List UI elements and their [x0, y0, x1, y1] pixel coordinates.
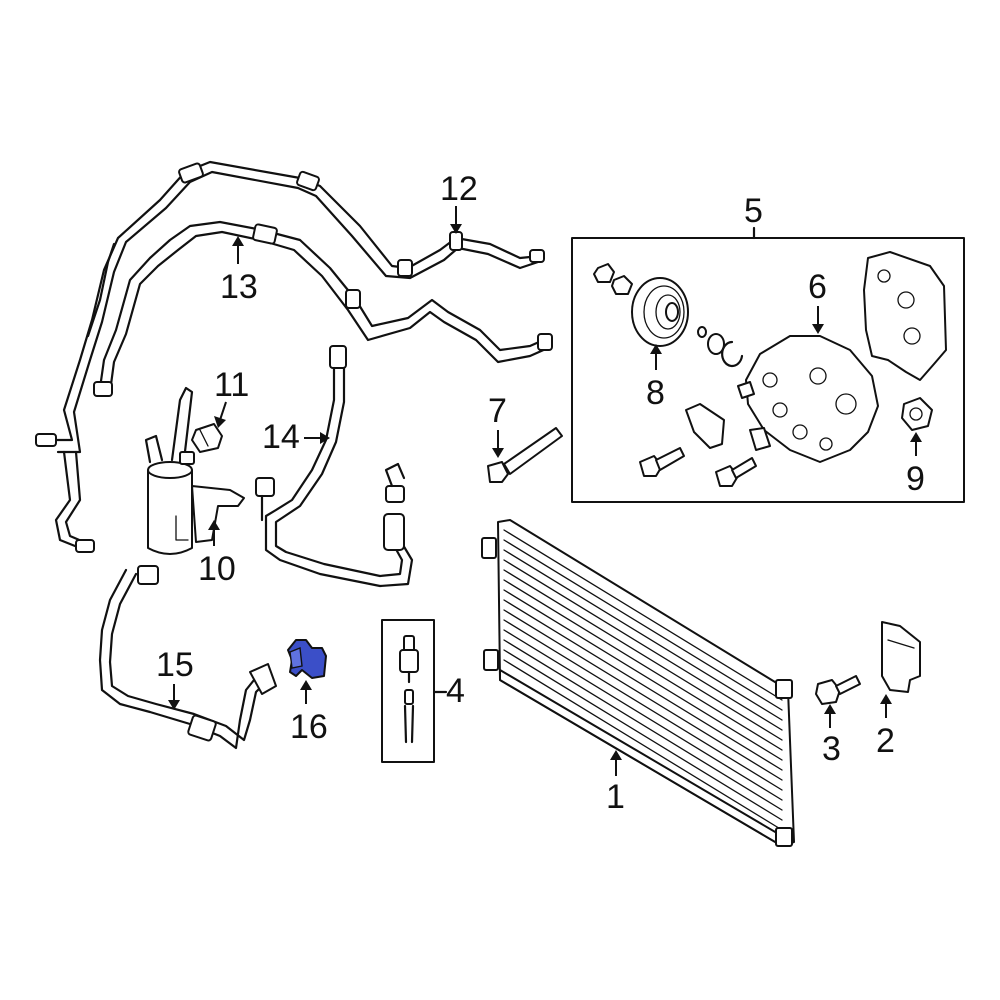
- callout-13: 13: [220, 268, 258, 306]
- part-11-cap[interactable]: [191, 423, 223, 453]
- part-12-ac-line[interactable]: [35, 160, 545, 553]
- callout-15: 15: [156, 646, 194, 684]
- part-6-compressor[interactable]: [737, 335, 879, 463]
- part-3-bolt[interactable]: [815, 675, 861, 705]
- part-4-valve-cores[interactable]: [381, 619, 448, 763]
- callout-9: 9: [906, 460, 925, 498]
- part-1-condenser[interactable]: [481, 519, 795, 847]
- callout-4: 4: [446, 672, 465, 710]
- callout-14: 14: [262, 418, 300, 456]
- callout-2: 2: [876, 722, 895, 760]
- callouts: 12 13 5 6 8 9 7 11 14 10 15 16 4: [156, 170, 925, 816]
- part-15-ac-line[interactable]: [98, 565, 277, 750]
- part-8-clutch-pulley[interactable]: [631, 277, 689, 347]
- callout-5: 5: [744, 192, 763, 230]
- part-13-ac-line[interactable]: [86, 220, 553, 397]
- callout-10: 10: [198, 550, 236, 588]
- callout-7: 7: [488, 392, 507, 430]
- part-7-bolt[interactable]: [487, 427, 563, 483]
- callout-12: 12: [440, 170, 478, 208]
- part-9-nut[interactable]: [901, 397, 933, 431]
- callout-8: 8: [646, 374, 665, 412]
- part-14-ac-line[interactable]: [255, 345, 414, 588]
- part-2-bracket[interactable]: [881, 621, 921, 693]
- part-5-compressor-assembly[interactable]: [571, 226, 965, 503]
- callout-16: 16: [290, 708, 328, 746]
- callout-3: 3: [822, 730, 841, 768]
- callout-1: 1: [606, 778, 625, 816]
- callout-6: 6: [808, 268, 827, 306]
- part-16-clip-highlighted[interactable]: [287, 639, 327, 679]
- part-10-receiver-drier[interactable]: [144, 386, 245, 555]
- condenser-fins: [503, 529, 783, 831]
- callout-11: 11: [214, 366, 249, 404]
